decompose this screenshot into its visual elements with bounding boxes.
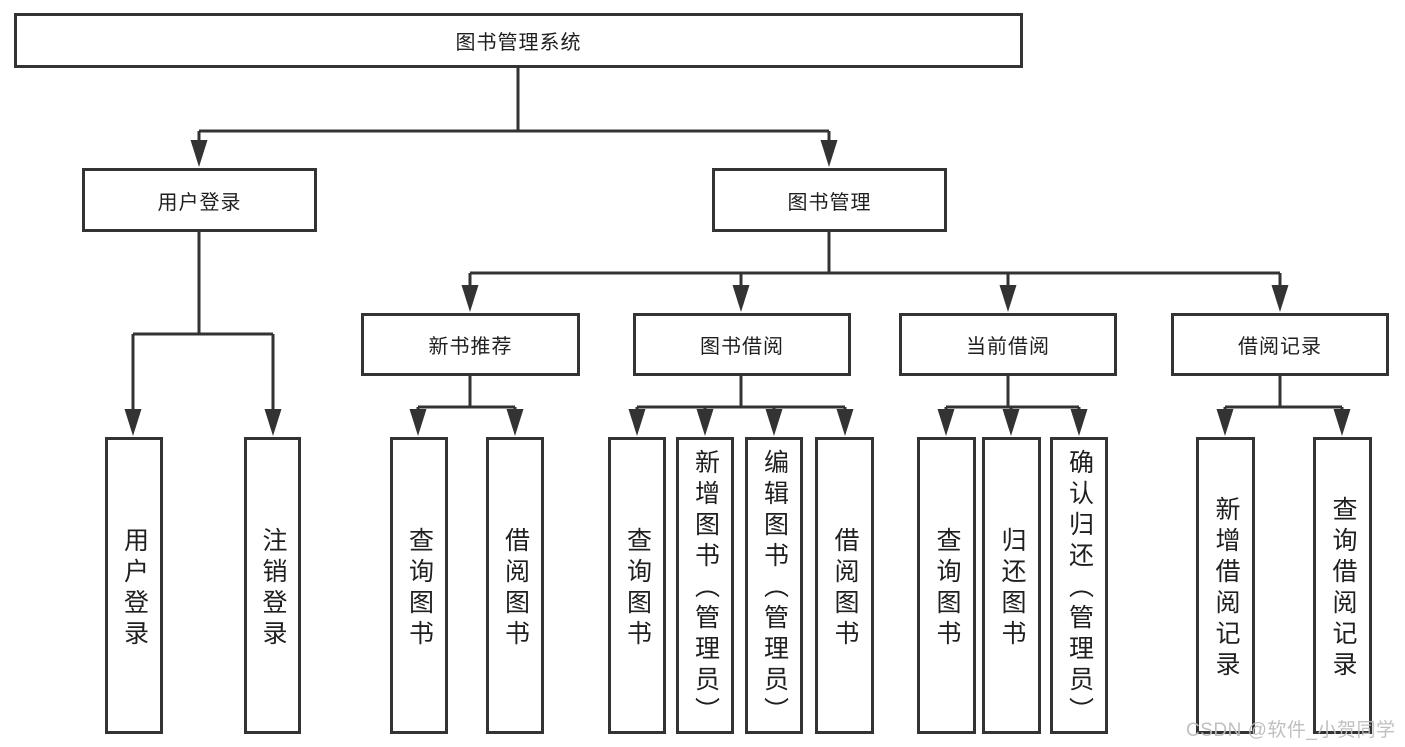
leaf-borrow-books-1-label: 借阅图书 (501, 526, 530, 651)
arrow-down-icon (506, 409, 524, 436)
leaf-confirm-return-admin: 确认归还（管理员） (1050, 437, 1108, 734)
arrow-down-icon (264, 409, 282, 436)
leaf-logout: 注销登录 (244, 437, 301, 734)
leaf-query-borrow-record-label: 查询借阅记录 (1329, 495, 1357, 682)
arrow-down-icon (1070, 409, 1088, 436)
leaf-query-books-2-label: 查询图书 (623, 526, 652, 651)
leaf-return-book: 归还图书 (982, 437, 1041, 734)
arrow-down-icon (937, 409, 955, 436)
leaf-add-borrow-record: 新增借阅记录 (1196, 437, 1255, 734)
leaf-query-books-1-label: 查询图书 (405, 526, 434, 651)
node-current-borrow-label: 当前借阅 (966, 336, 1050, 358)
node-book-borrow-label: 图书借阅 (700, 336, 784, 358)
node-new-book-recommend: 新书推荐 (361, 313, 580, 376)
leaf-query-books-3: 查询图书 (917, 437, 976, 734)
arrow-down-icon (696, 409, 714, 436)
leaf-query-books-3-label: 查询图书 (933, 526, 961, 651)
arrow-down-icon (820, 140, 838, 167)
arrow-down-icon (1216, 409, 1234, 436)
arrow-down-icon (1002, 409, 1020, 436)
node-book-borrow: 图书借阅 (633, 313, 851, 376)
arrow-down-icon (765, 409, 783, 436)
leaf-add-book-admin: 新增图书（管理员） (676, 437, 734, 734)
arrow-down-icon (1271, 285, 1289, 312)
arrow-down-icon (409, 409, 427, 436)
leaf-logout-label: 注销登录 (259, 526, 287, 651)
leaf-borrow-books-2: 借阅图书 (815, 437, 874, 734)
leaf-return-book-label: 归还图书 (998, 526, 1026, 651)
leaf-query-borrow-record: 查询借阅记录 (1313, 437, 1372, 734)
arrow-down-icon (999, 285, 1017, 312)
arrowhead-group (124, 140, 1351, 436)
arrow-down-icon (1333, 409, 1351, 436)
arrow-down-icon (836, 409, 854, 436)
leaf-edit-book-admin-label: 编辑图书（管理员） (760, 449, 789, 728)
leaf-add-borrow-record-label: 新增借阅记录 (1212, 495, 1240, 682)
leaf-borrow-books-1: 借阅图书 (486, 437, 544, 734)
node-borrow-records: 借阅记录 (1171, 313, 1389, 376)
node-user-login: 用户登录 (82, 168, 317, 232)
leaf-user-login-label: 用户登录 (120, 526, 149, 651)
leaf-borrow-books-2-label: 借阅图书 (831, 526, 859, 651)
csdn-watermark: CSDN @软件_小贺同学 (1186, 720, 1396, 741)
node-root: 图书管理系统 (14, 13, 1023, 68)
leaf-query-books-2: 查询图书 (608, 437, 666, 734)
leaf-edit-book-admin: 编辑图书（管理员） (745, 437, 803, 734)
node-user-login-label: 用户登录 (157, 191, 242, 214)
node-book-management-label: 图书管理 (787, 191, 872, 214)
node-book-management: 图书管理 (712, 168, 947, 232)
leaf-query-books-1: 查询图书 (390, 437, 448, 734)
arrow-down-icon (190, 140, 208, 167)
leaf-add-book-admin-label: 新增图书（管理员） (691, 449, 720, 728)
arrow-down-icon (628, 409, 646, 436)
node-current-borrow: 当前借阅 (899, 313, 1117, 376)
leaf-user-login: 用户登录 (105, 437, 163, 734)
arrow-down-icon (124, 409, 142, 436)
node-root-label: 图书管理系统 (455, 32, 582, 54)
node-new-book-recommend-label: 新书推荐 (428, 336, 513, 358)
arrow-down-icon (732, 285, 750, 312)
node-borrow-records-label: 借阅记录 (1238, 336, 1322, 358)
leaf-confirm-return-admin-label: 确认归还（管理员） (1065, 449, 1094, 728)
arrow-down-icon (461, 285, 479, 312)
